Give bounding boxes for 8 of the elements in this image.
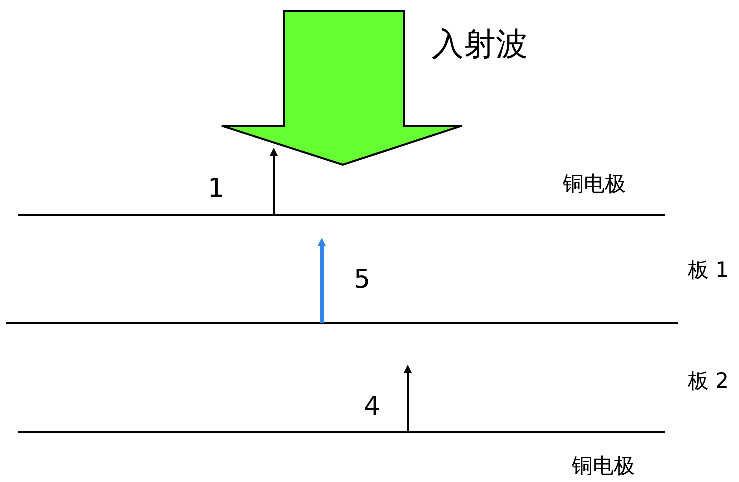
electrode-label: 铜电极 bbox=[572, 456, 635, 477]
layer-label: 板 1 bbox=[688, 260, 730, 281]
layer-label: 板 2 bbox=[688, 371, 730, 392]
callout-number: 5 bbox=[354, 267, 371, 293]
wave-label: 入射波 bbox=[432, 28, 528, 60]
callout-number: 4 bbox=[364, 394, 381, 420]
electrode-label: 铜电极 bbox=[563, 174, 626, 195]
callout-number: 1 bbox=[208, 176, 225, 202]
